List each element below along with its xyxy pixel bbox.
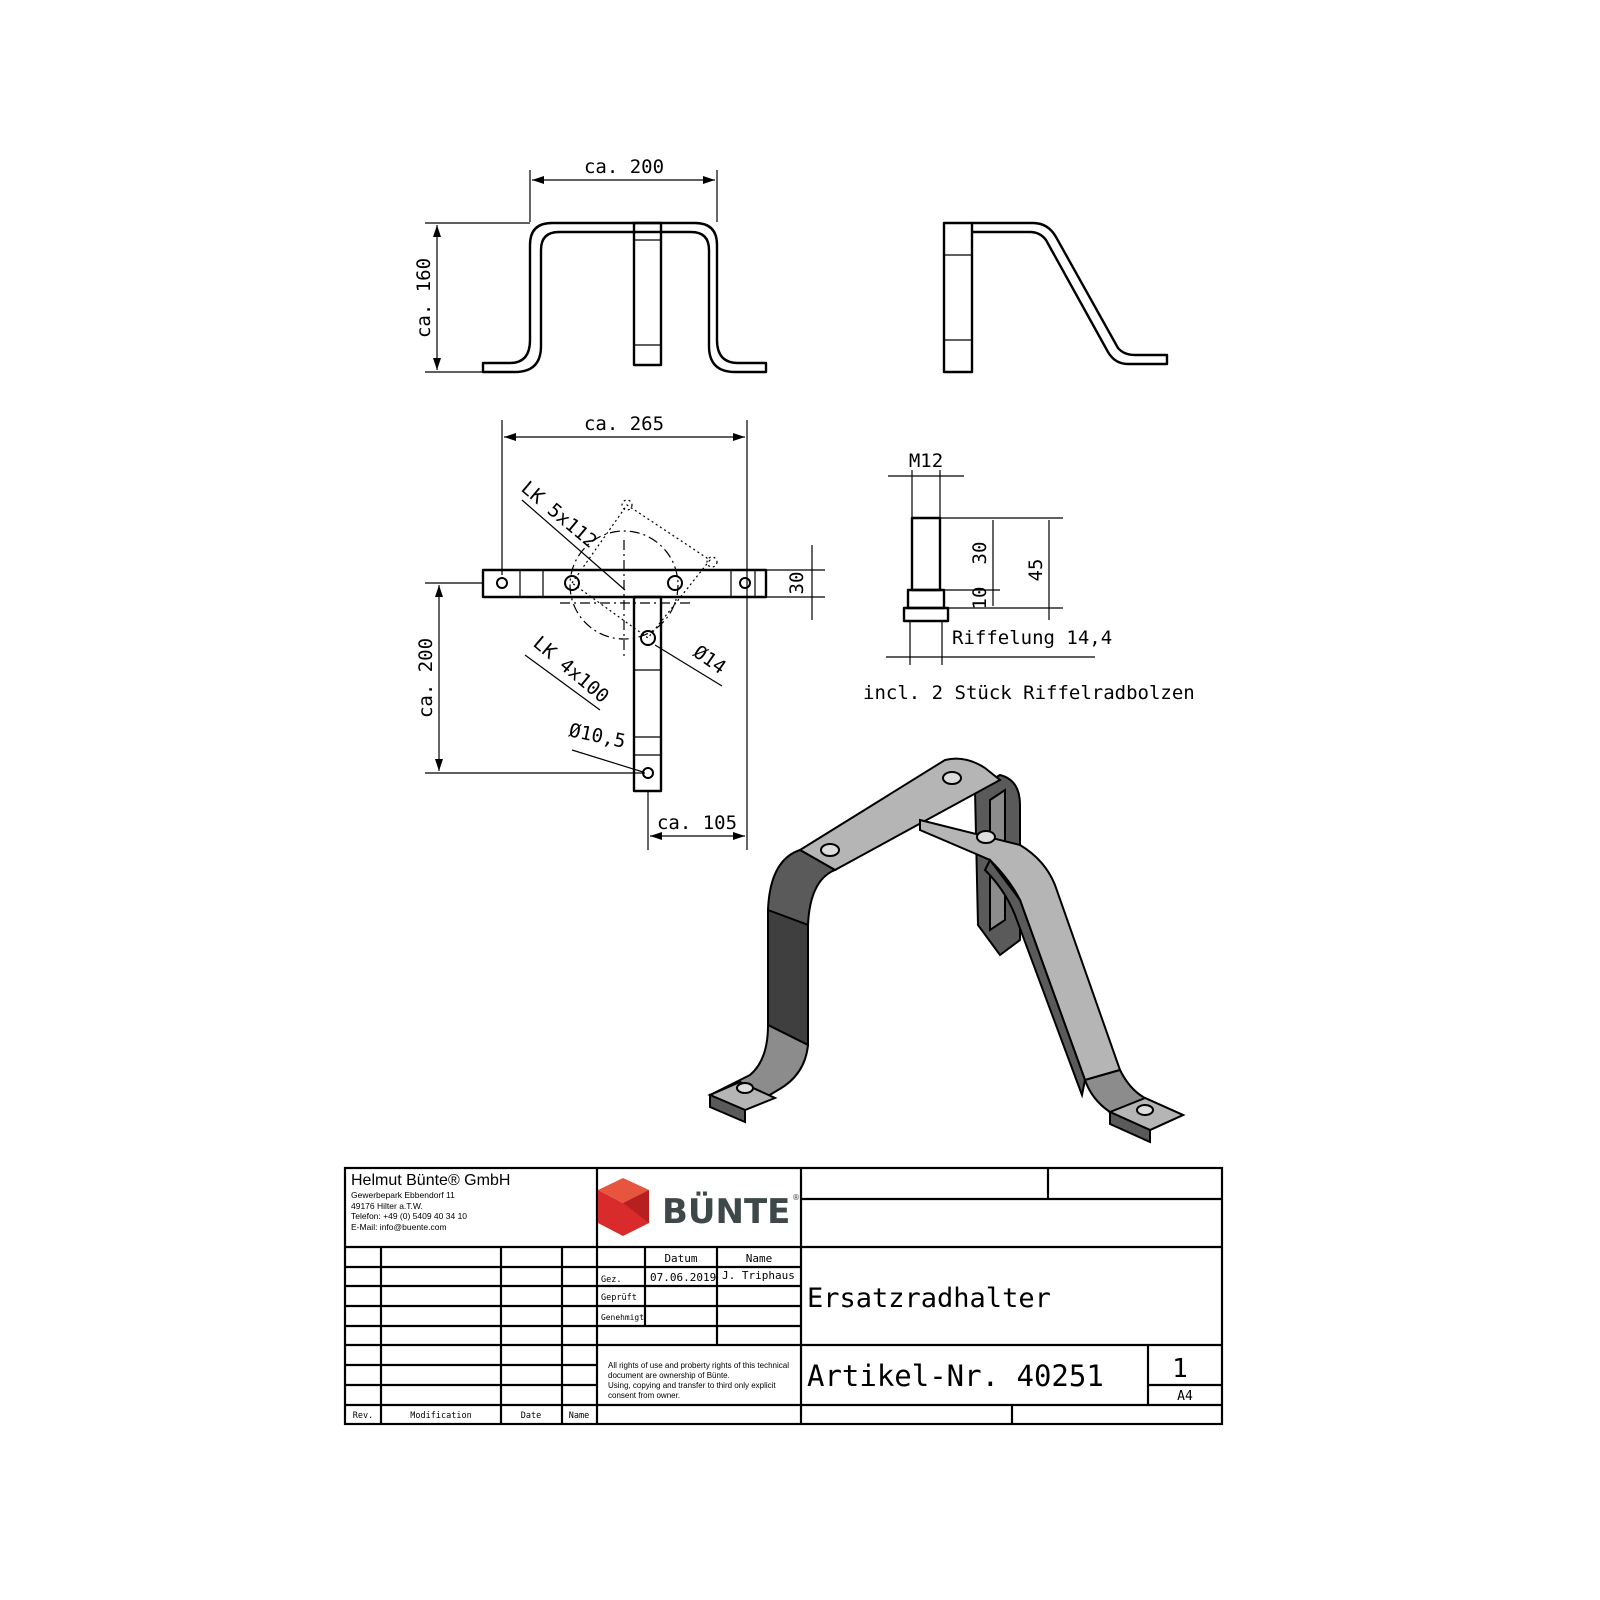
top-depth-dimension: ca. 200	[415, 638, 437, 718]
logo-text: BÜNTE	[662, 1191, 790, 1232]
front-view: ca. 200 ca. 160	[413, 156, 768, 374]
thread-label: M12	[909, 450, 943, 472]
knurl-label: Riffelung 14,4	[952, 627, 1112, 649]
name-header: Name	[746, 1252, 773, 1265]
bar-width-dimension: 30	[786, 572, 808, 595]
gez-name: J. Triphaus	[722, 1269, 795, 1282]
rights-notice: Using, copying and transfer to third onl…	[608, 1381, 776, 1390]
logo: BÜNTE ®	[598, 1178, 800, 1236]
front-height-dimension: ca. 160	[413, 258, 435, 338]
date-header: Date	[521, 1411, 541, 1421]
genehmigt-label: Genehmigt	[601, 1313, 644, 1322]
pcd-5-label: LK 5x112	[517, 477, 601, 553]
rights-notice: All rights of use and proberty rights of…	[608, 1361, 789, 1370]
gez-label: Gez.	[601, 1275, 621, 1285]
company-name: Helmut Bünte® GmbH	[351, 1172, 510, 1189]
front-width-dimension: ca. 200	[584, 156, 664, 178]
gez-date: 07.06.2019	[650, 1271, 716, 1284]
pcd-4-label: LK 4x100	[529, 632, 613, 708]
phone: Telefon: +49 (0) 5409 40 34 10	[351, 1211, 467, 1221]
address-line: Gewerbepark Ebbendorf 11	[351, 1190, 455, 1200]
length-30-label: 30	[969, 542, 991, 565]
rev-header: Rev.	[353, 1411, 373, 1421]
length-45-label: 45	[1025, 559, 1047, 582]
length-10-label: 10	[969, 587, 991, 610]
top-view: ca. 265 ca. 200 ca. 105 30 LK 5x112 LK 4…	[415, 413, 825, 850]
title-block: Helmut Bünte® GmbH Gewerbepark Ebbendorf…	[343, 1166, 1224, 1426]
top-width-dimension: ca. 265	[584, 413, 664, 435]
offset-dimension: ca. 105	[657, 812, 737, 834]
address-line: 49176 Hilter a.T.W.	[351, 1201, 423, 1211]
name-col-header: Name	[569, 1411, 589, 1421]
article-number: Artikel-Nr. 40251	[807, 1359, 1104, 1393]
isometric-view	[707, 757, 1186, 1144]
datum-header: Datum	[664, 1252, 697, 1265]
hole-10-5-label: Ø10,5	[567, 719, 628, 752]
rights-notice: document are ownership of Bünte.	[608, 1371, 730, 1380]
geprueft-label: Geprüft	[601, 1293, 637, 1303]
paper-format: A4	[1177, 1389, 1193, 1404]
side-view	[942, 221, 1169, 374]
modification-header: Modification	[410, 1411, 471, 1421]
drawing-title: Ersatzradhalter	[807, 1283, 1051, 1314]
sheet-number: 1	[1172, 1354, 1188, 1384]
bolt-note: incl. 2 Stück Riffelradbolzen	[863, 682, 1195, 704]
rights-notice: consent from owner.	[608, 1391, 680, 1400]
logo-registered-mark: ®	[792, 1193, 800, 1202]
email: E-Mail: info@buente.com	[351, 1222, 447, 1232]
wheel-bolt-detail: M12 30 10 45 Riffelung 14,4 incl. 2 Stüc…	[863, 450, 1195, 704]
hole-14-label: Ø14	[689, 641, 730, 679]
